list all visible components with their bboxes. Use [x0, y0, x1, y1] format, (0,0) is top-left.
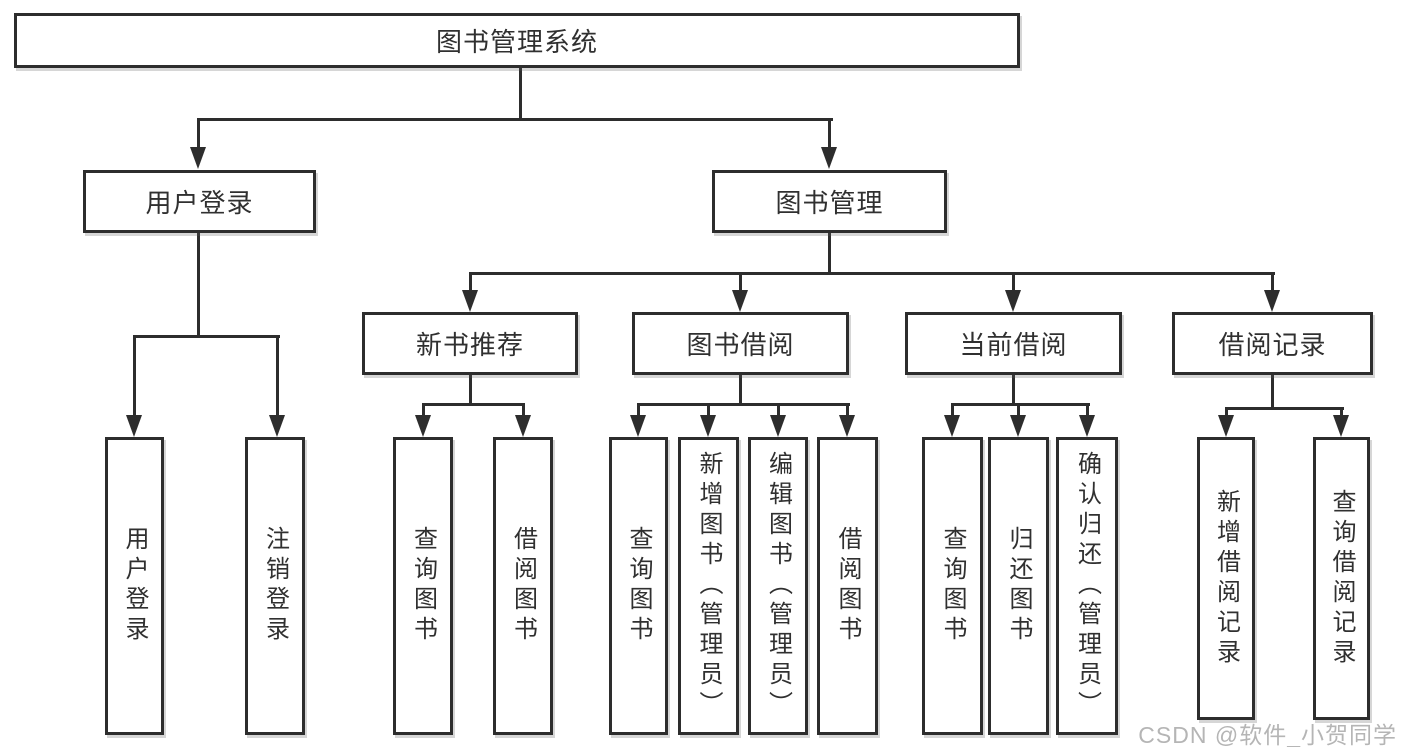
node-new-book-recommend: 新书推荐 — [362, 312, 578, 375]
connector-drop — [637, 403, 640, 415]
leaf-label: 编辑图书（管理员） — [764, 451, 792, 721]
leaf-confirm-return-admin: 确认归还（管理员） — [1056, 437, 1118, 735]
leaf-label: 借阅图书 — [509, 526, 537, 646]
leaf-query-borrow-record: 查询借阅记录 — [1313, 437, 1370, 720]
leaf-user-login: 用户登录 — [105, 437, 164, 735]
connector-arrow — [462, 290, 478, 312]
leaf-edit-book-admin: 编辑图书（管理员） — [748, 437, 808, 735]
root-node-library-system: 图书管理系统 — [14, 13, 1020, 68]
connector-arrow — [839, 415, 855, 437]
connector-arrow — [1333, 415, 1349, 437]
leaf-borrow-books: 借阅图书 — [817, 437, 878, 735]
connector-branch — [422, 403, 525, 406]
leaf-query-books-recommend: 查询图书 — [393, 437, 453, 735]
leaf-label: 借阅图书 — [834, 526, 861, 646]
leaf-label: 查询图书 — [625, 526, 652, 646]
connector-arrow — [770, 415, 786, 437]
connector-arrow — [700, 415, 716, 437]
leaf-add-borrow-record: 新增借阅记录 — [1197, 437, 1255, 720]
connector-drop — [1017, 403, 1020, 415]
connector-arrow — [1079, 415, 1095, 437]
connector-arrow — [269, 415, 285, 437]
connector-arrow — [821, 147, 837, 169]
connector-branch — [1225, 407, 1344, 410]
connector-root-branch — [197, 118, 833, 121]
leaf-label: 查询图书 — [409, 526, 437, 646]
connector-user-branch — [133, 335, 280, 338]
connector-root-trunk — [519, 66, 522, 119]
leaf-return-book: 归还图书 — [988, 437, 1049, 735]
connector-branch — [637, 403, 850, 406]
connector-drop — [1340, 407, 1343, 415]
connector-drop — [828, 118, 831, 147]
node-borrow-records: 借阅记录 — [1172, 312, 1373, 375]
connector-drop — [276, 335, 279, 415]
connector-arrow — [1005, 290, 1021, 312]
connector-drop — [846, 403, 849, 415]
connector-drop — [1012, 272, 1015, 292]
leaf-label: 新增图书（管理员） — [695, 451, 722, 721]
leaf-label: 查询借阅记录 — [1328, 488, 1355, 669]
node-book-management: 图书管理 — [712, 170, 947, 233]
connector-branch — [951, 403, 1090, 406]
leaf-label: 查询图书 — [939, 526, 966, 646]
leaf-label: 注销登录 — [261, 526, 289, 646]
connector-drop — [522, 403, 525, 415]
connector-drop — [1086, 403, 1089, 415]
leaf-label: 新增借阅记录 — [1212, 488, 1240, 669]
connector-drop — [777, 403, 780, 415]
connector-drop — [951, 403, 954, 415]
connector-drop — [422, 403, 425, 415]
connector-arrow — [515, 415, 531, 437]
node-user-login: 用户登录 — [83, 170, 316, 233]
leaf-label: 归还图书 — [1005, 526, 1032, 646]
leaf-label: 用户登录 — [121, 526, 148, 646]
connector-arrow — [1264, 290, 1280, 312]
connector-user-trunk — [197, 232, 200, 338]
connector-drop — [707, 403, 710, 415]
connector-arrow — [190, 147, 206, 169]
leaf-query-books-borrow: 查询图书 — [609, 437, 668, 735]
connector-arrow — [1218, 415, 1234, 437]
connector-arrow — [630, 415, 646, 437]
node-book-borrow: 图书借阅 — [632, 312, 849, 375]
node-current-borrow: 当前借阅 — [905, 312, 1122, 375]
leaf-add-book-admin: 新增图书（管理员） — [678, 437, 739, 735]
connector-arrow — [415, 415, 431, 437]
connector-trunk — [469, 374, 472, 406]
connector-arrow — [732, 290, 748, 312]
connector-drop — [133, 335, 136, 415]
leaf-logout: 注销登录 — [245, 437, 305, 735]
connector-arrow — [126, 415, 142, 437]
connector-arrow — [944, 415, 960, 437]
connector-trunk — [1271, 374, 1274, 410]
connector-trunk — [1012, 374, 1015, 406]
connector-drop — [469, 272, 472, 292]
connector-drop — [1271, 272, 1274, 292]
connector-arrow — [1010, 415, 1026, 437]
csdn-watermark: CSDN @软件_小贺同学 — [1138, 722, 1397, 747]
connector-mgmt-trunk — [828, 232, 831, 275]
connector-trunk — [739, 374, 742, 406]
connector-drop — [739, 272, 742, 292]
leaf-borrow-books-recommend: 借阅图书 — [493, 437, 553, 735]
connector-mgmt-branch — [469, 272, 1275, 275]
leaf-label: 确认归还（管理员） — [1073, 451, 1101, 721]
connector-drop — [197, 118, 200, 147]
connector-drop — [1225, 407, 1228, 415]
leaf-query-books-current: 查询图书 — [922, 437, 983, 735]
